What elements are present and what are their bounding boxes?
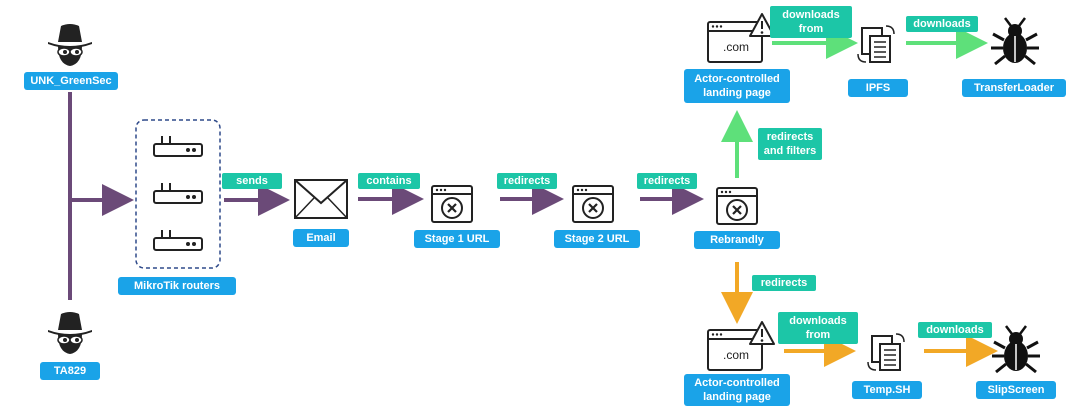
- actor-label-unk-greensec: UNK_GreenSec: [24, 72, 118, 90]
- node-label-rebrandly: Rebrandly: [694, 231, 780, 249]
- edge-label-contains: contains: [358, 173, 420, 189]
- routers-group-box: [135, 119, 221, 269]
- node-label-landing-top: Actor-controlled landing page: [684, 69, 790, 103]
- landing-top-domain: .com: [723, 40, 749, 54]
- warning-bottom-icon: [749, 321, 775, 345]
- router-icon-1: [153, 135, 203, 157]
- edge-label-downloads-from-bottom: downloads from: [778, 312, 858, 344]
- stage2-browser-icon: [571, 184, 615, 224]
- slipscreen-bug-icon: [990, 324, 1042, 374]
- edge-label-downloads-from-top: downloads from: [770, 6, 852, 38]
- node-label-stage2: Stage 2 URL: [554, 230, 640, 248]
- transferloader-bug-icon: [989, 16, 1041, 66]
- router-icon-3: [153, 229, 203, 251]
- node-label-email: Email: [293, 229, 349, 247]
- rebrandly-browser-icon: [715, 186, 759, 226]
- node-label-stage1: Stage 1 URL: [414, 230, 500, 248]
- actor-label-ta829: TA829: [40, 362, 100, 380]
- landing-bottom-domain: .com: [723, 348, 749, 362]
- edge-label-redirects-1: redirects: [497, 173, 557, 189]
- node-label-ipfs: IPFS: [848, 79, 908, 97]
- stage1-browser-icon: [430, 184, 474, 224]
- warning-top-icon: [749, 13, 775, 37]
- hacker-top-icon: [47, 23, 93, 67]
- node-label-transferloader: TransferLoader: [962, 79, 1066, 97]
- edge-label-downloads-top: downloads: [906, 16, 978, 32]
- router-icon-2: [153, 182, 203, 204]
- envelope-icon: [294, 179, 348, 219]
- tempsh-docs-icon: [867, 333, 905, 371]
- node-label-tempsh: Temp.SH: [852, 381, 922, 399]
- landing-bottom-browser-icon: .com: [707, 329, 763, 371]
- edge-label-redirects-down: redirects: [752, 275, 816, 291]
- node-label-slipscreen: SlipScreen: [976, 381, 1056, 399]
- node-label-routers: MikroTik routers: [118, 277, 236, 295]
- ipfs-docs-icon: [857, 25, 895, 63]
- edge-label-redirects-2: redirects: [637, 173, 697, 189]
- hacker-bottom-icon: [47, 311, 93, 355]
- edge-label-sends: sends: [222, 173, 282, 189]
- edge-label-downloads-bottom: downloads: [918, 322, 992, 338]
- edge-label-redirects-and-filters: redirects and filters: [758, 128, 822, 160]
- node-label-landing-bottom: Actor-controlled landing page: [684, 374, 790, 406]
